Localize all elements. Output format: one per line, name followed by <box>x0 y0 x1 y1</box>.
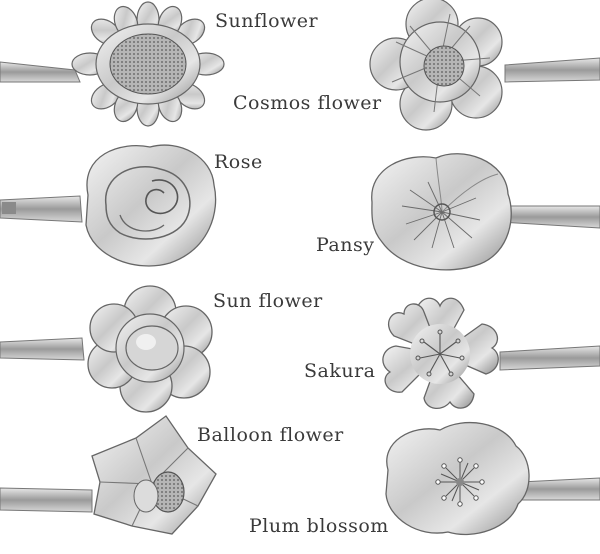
spoon-plum-blossom <box>385 422 600 536</box>
spoon-sun-flower <box>0 285 213 413</box>
spoon-sunflower <box>0 1 225 127</box>
spoon-rose <box>0 144 217 267</box>
label-sun-flower: Sun flower <box>213 290 323 312</box>
label-rose: Rose <box>214 151 263 173</box>
spoon-sakura <box>382 297 600 409</box>
label-balloon-flower: Balloon flower <box>197 424 344 446</box>
spoon-balloon-flower <box>0 415 217 535</box>
label-plum-blossom: Plum blossom <box>249 515 389 537</box>
label-sakura: Sakura <box>304 360 376 382</box>
spoon-cosmos <box>369 0 600 131</box>
label-pansy: Pansy <box>316 234 375 256</box>
label-sunflower: Sunflower <box>215 10 319 32</box>
label-cosmos-flower: Cosmos flower <box>233 92 382 114</box>
spoon-pansy <box>371 153 600 271</box>
